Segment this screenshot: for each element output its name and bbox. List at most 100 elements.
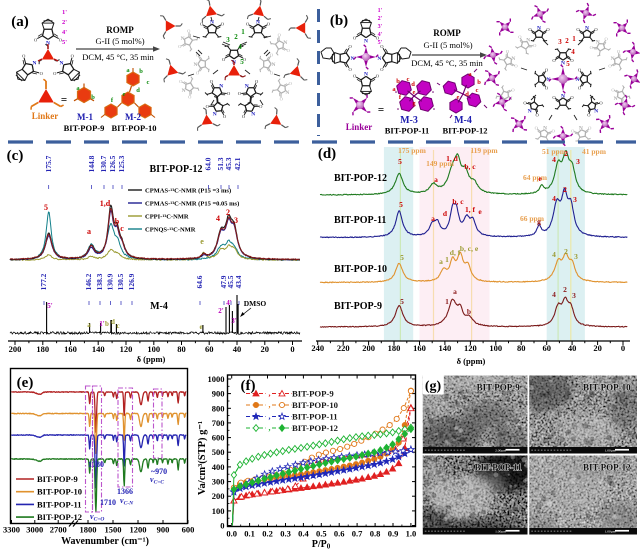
- svg-text:5': 5': [62, 39, 67, 46]
- svg-text:O: O: [380, 44, 384, 49]
- svg-text:b: b: [477, 79, 481, 86]
- svg-text:,: ,: [269, 401, 271, 410]
- svg-text:177.2: 177.2: [39, 273, 48, 290]
- svg-text:a: a: [431, 214, 435, 223]
- svg-text:1.00µm: 1.00µm: [605, 530, 616, 534]
- svg-text:2700: 2700: [50, 525, 67, 535]
- svg-text:(a): (a): [11, 14, 29, 30]
- svg-text:a: a: [76, 85, 80, 92]
- svg-text:O: O: [221, 21, 225, 26]
- svg-text:O: O: [545, 68, 549, 73]
- svg-text:80: 80: [517, 343, 526, 353]
- svg-text:O: O: [243, 57, 247, 62]
- svg-text:5: 5: [398, 157, 402, 166]
- svg-text:b: b: [115, 217, 120, 226]
- svg-text:O: O: [206, 104, 210, 109]
- svg-text:43.4: 43.4: [234, 275, 243, 288]
- svg-text:O: O: [546, 27, 550, 32]
- svg-text:O: O: [287, 48, 291, 53]
- svg-text:66 ppm: 66 ppm: [520, 214, 545, 223]
- svg-text:3': 3': [231, 317, 237, 325]
- svg-text:c: c: [407, 76, 410, 83]
- svg-text:42.1: 42.1: [233, 157, 242, 170]
- svg-text:140: 140: [92, 344, 105, 354]
- svg-text:P/P0: P/P0: [312, 539, 331, 551]
- svg-text:O: O: [578, 86, 582, 91]
- svg-text:δ (ppm): δ (ppm): [137, 354, 166, 364]
- svg-text:138.3: 138.3: [95, 273, 104, 290]
- svg-text:BIT-POP-12: BIT-POP-12: [37, 512, 82, 522]
- svg-text:BIT-POP-12: BIT-POP-12: [442, 126, 487, 136]
- svg-text:e: e: [538, 174, 542, 183]
- svg-text:e: e: [199, 323, 202, 331]
- svg-text:O: O: [552, 58, 556, 63]
- svg-text:N: N: [46, 41, 50, 47]
- svg-text:0.9: 0.9: [388, 529, 399, 539]
- svg-text:a: a: [468, 71, 472, 78]
- svg-text:4': 4': [378, 32, 383, 38]
- svg-text:600: 600: [182, 525, 195, 535]
- svg-text:N: N: [285, 90, 289, 96]
- svg-text:BIT-POP-11: BIT-POP-11: [385, 126, 430, 136]
- svg-text:N: N: [596, 40, 600, 46]
- svg-text:N: N: [377, 56, 381, 62]
- svg-text:BIT-POP-11: BIT-POP-11: [292, 412, 338, 422]
- svg-text:900: 900: [212, 389, 225, 399]
- svg-text:O: O: [270, 53, 274, 58]
- svg-text:N: N: [585, 26, 589, 32]
- svg-text:1000: 1000: [208, 374, 225, 384]
- svg-text:1: 1: [572, 35, 576, 43]
- svg-text:130.5: 130.5: [116, 273, 125, 290]
- svg-text:d: d: [465, 91, 469, 98]
- svg-text:νC=C: νC=C: [150, 475, 164, 486]
- svg-text:BIT-POP-12: BIT-POP-12: [583, 463, 631, 473]
- svg-text:O: O: [196, 71, 200, 76]
- svg-text:2: 2: [226, 208, 230, 217]
- svg-text:130.7: 130.7: [99, 155, 108, 172]
- svg-text:4: 4: [552, 194, 556, 203]
- svg-text:e: e: [200, 237, 204, 246]
- svg-text:2: 2: [564, 149, 568, 158]
- svg-text:80: 80: [177, 344, 186, 354]
- svg-text:0.2: 0.2: [262, 529, 273, 539]
- svg-text:200: 200: [362, 343, 375, 353]
- svg-text:45.5: 45.5: [226, 275, 235, 288]
- svg-text:BIT-POP-11: BIT-POP-11: [334, 215, 386, 226]
- svg-text:O: O: [238, 91, 242, 96]
- svg-text:60: 60: [542, 343, 551, 353]
- svg-text:N: N: [543, 126, 547, 132]
- svg-text:160: 160: [413, 343, 426, 353]
- svg-text:b: b: [396, 78, 400, 85]
- svg-text:a: a: [439, 257, 443, 266]
- svg-text:M-4: M-4: [454, 115, 472, 126]
- svg-text:2: 2: [563, 285, 567, 294]
- svg-text:d: d: [443, 209, 448, 218]
- svg-text:2': 2': [218, 307, 224, 315]
- svg-text:0.1: 0.1: [244, 529, 255, 539]
- svg-text:a: a: [453, 287, 457, 296]
- svg-text:O: O: [518, 35, 522, 40]
- svg-text:100: 100: [212, 506, 225, 516]
- svg-text:3: 3: [573, 195, 577, 204]
- svg-text:2': 2': [62, 19, 67, 26]
- svg-text:20: 20: [593, 343, 602, 353]
- svg-text:(b): (b): [330, 13, 348, 29]
- svg-text:O: O: [376, 74, 380, 79]
- svg-text:e: e: [123, 91, 126, 98]
- svg-text:64.0: 64.0: [204, 157, 213, 170]
- svg-text:60: 60: [205, 344, 214, 354]
- svg-text:O: O: [511, 88, 515, 93]
- svg-text:(g): (g): [425, 379, 442, 394]
- svg-text:N: N: [272, 62, 276, 68]
- svg-text:130.9: 130.9: [106, 273, 115, 290]
- svg-text:O: O: [552, 95, 556, 100]
- svg-text:5: 5: [44, 203, 48, 212]
- svg-text:N: N: [561, 94, 565, 100]
- svg-text:O: O: [71, 53, 75, 58]
- svg-text:O: O: [267, 21, 271, 26]
- svg-text:3: 3: [558, 38, 562, 46]
- svg-text:N: N: [614, 96, 618, 102]
- svg-text:0: 0: [621, 343, 625, 353]
- svg-text:O: O: [242, 114, 246, 119]
- svg-text:O: O: [223, 114, 227, 119]
